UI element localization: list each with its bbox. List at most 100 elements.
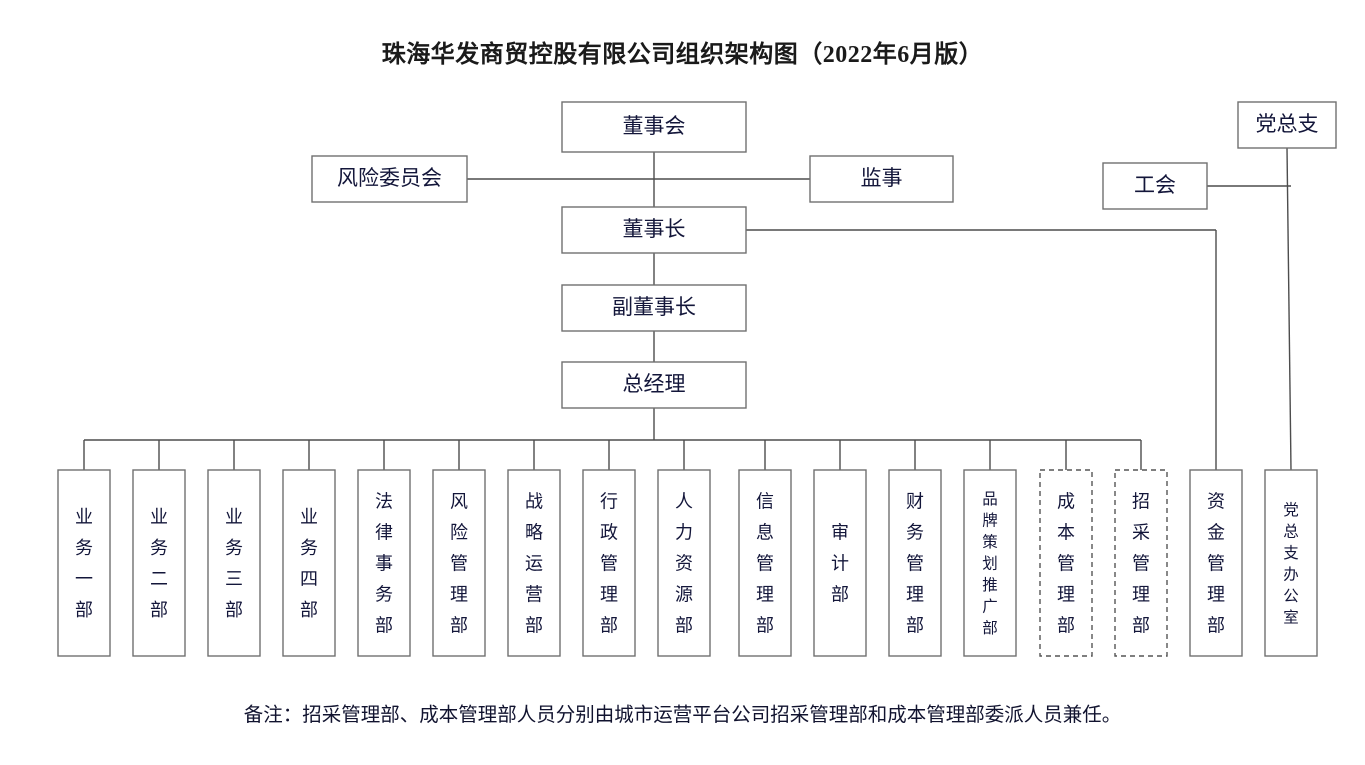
department-label-char: 管 (1057, 553, 1075, 573)
node-box (1102, 162, 1208, 210)
node-label: 副董事长 (612, 295, 696, 319)
department-label-char: 管 (600, 553, 618, 573)
department-label-char: 党 (1283, 501, 1299, 519)
department-11[interactable]: 审计部 (813, 469, 867, 657)
department-label-char: 公 (1283, 588, 1299, 605)
department-label-char: 策 (982, 533, 998, 551)
node-label: 党总支 (1256, 112, 1319, 136)
department-label-char: 审 (831, 522, 849, 542)
department-label-char: 部 (375, 615, 393, 635)
department-label-char: 务 (75, 538, 93, 558)
department-box (507, 469, 561, 657)
department-label-char: 管 (1132, 553, 1150, 573)
department-box (357, 469, 411, 657)
department-label-char: 理 (1207, 584, 1225, 604)
department-label-char: 广 (982, 598, 998, 616)
node-box (809, 155, 954, 203)
department-label-char: 部 (675, 615, 693, 635)
department-box (738, 469, 792, 657)
department-label-char: 部 (600, 615, 618, 635)
department-label-char: 源 (675, 584, 693, 604)
node-party_branch[interactable]: 党总支 (1237, 101, 1337, 149)
department-box (207, 469, 261, 657)
department-label-char: 支 (1283, 544, 1299, 562)
node-label: 风险委员会 (337, 166, 442, 190)
department-label-char: 业 (150, 507, 168, 527)
department-label-char: 室 (1283, 608, 1299, 626)
department-label-char: 信 (756, 491, 774, 511)
department-layer: 业务一部业务二部业务三部业务四部法律事务部风险管理部战略运营部行政管理部人力资源… (57, 469, 1318, 657)
node-box (311, 155, 468, 203)
department-label-char: 务 (300, 538, 318, 558)
node-board[interactable]: 董事会 (561, 101, 747, 153)
department-label-char: 理 (600, 584, 618, 604)
node-general_manager[interactable]: 总经理 (561, 361, 747, 409)
department-label-char: 营 (525, 584, 543, 604)
department-label-char: 部 (75, 600, 93, 620)
department-label-char: 办 (1283, 565, 1299, 583)
department-label-char: 事 (375, 553, 393, 573)
department-box (57, 469, 111, 657)
department-label-char: 略 (525, 522, 543, 542)
department-label-char: 计 (831, 553, 849, 573)
department-label-char: 成 (1057, 491, 1075, 511)
department-box (657, 469, 711, 657)
node-vice_chairman[interactable]: 副董事长 (561, 284, 747, 332)
department-label-char: 管 (1207, 553, 1225, 573)
department-label-char: 部 (300, 600, 318, 620)
department-label-char: 理 (1057, 584, 1075, 604)
department-label-char: 运 (525, 553, 543, 573)
department-label-char: 资 (675, 553, 693, 573)
node-labor_union[interactable]: 工会 (1102, 162, 1208, 210)
department-label-char: 招 (1132, 491, 1150, 511)
department-label-char: 务 (225, 538, 243, 558)
department-label-char: 业 (300, 507, 318, 527)
node-risk_committee[interactable]: 风险委员会 (311, 155, 468, 203)
department-label-char: 总 (1283, 522, 1299, 540)
department-box (432, 469, 486, 657)
department-label-char: 采 (1132, 522, 1150, 542)
department-label-char: 本 (1057, 522, 1075, 542)
department-label-char: 部 (1207, 615, 1225, 635)
department-label-char: 行 (600, 491, 618, 511)
department-label-char: 政 (600, 522, 618, 542)
department-label-char: 战 (525, 491, 543, 511)
department-box (582, 469, 636, 657)
node-label: 总经理 (623, 372, 686, 396)
node-box (561, 101, 747, 153)
department-label-char: 理 (1132, 584, 1150, 604)
department-14[interactable]: 成本管理部 (1039, 469, 1093, 657)
department-label-char: 资 (1207, 491, 1225, 511)
department-label-char: 部 (756, 615, 774, 635)
department-box (1114, 469, 1168, 657)
department-15[interactable]: 招采管理部 (1114, 469, 1168, 657)
department-box (1039, 469, 1093, 657)
department-label-char: 人 (675, 491, 693, 511)
department-label-char: 管 (756, 553, 774, 573)
department-label-char: 理 (906, 584, 924, 604)
node-supervisor[interactable]: 监事 (809, 155, 954, 203)
page-title: 珠海华发商贸控股有限公司组织架构图（2022年6月版） (381, 42, 984, 68)
node-chairman[interactable]: 董事长 (561, 206, 747, 254)
department-label-char: 划 (982, 555, 998, 573)
department-label-char: 息 (756, 522, 774, 542)
department-label-char: 务 (375, 584, 393, 604)
department-label-char: 力 (675, 522, 693, 542)
department-label-char: 业 (75, 507, 93, 527)
